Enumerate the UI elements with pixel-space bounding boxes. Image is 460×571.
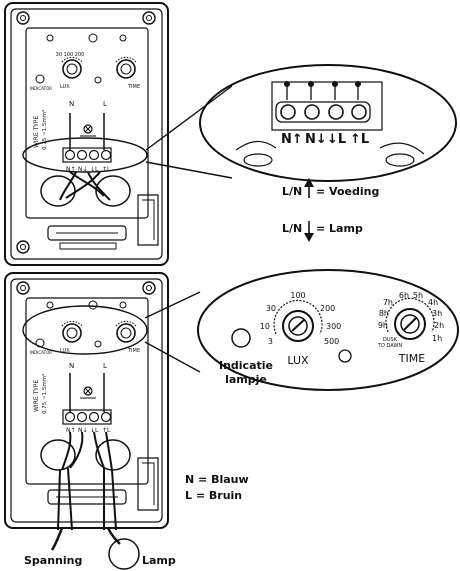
time-tick: 4h (428, 298, 438, 307)
lamp-prefix: L/N (282, 222, 302, 235)
lux-tick: 300 (326, 322, 341, 331)
top-terminal-label: N↓ (78, 166, 88, 173)
lamp-bulb-icon (108, 538, 140, 570)
top-terminal-label: ↓L (90, 166, 99, 173)
top-indicator-label: INDICATOR (30, 86, 52, 91)
time-tick: 1h (432, 334, 442, 343)
top-lux-scale: 30 100 200 (56, 52, 85, 58)
zoom-terminal-label: ↓L (327, 132, 346, 147)
indicator-lamp-icon (231, 328, 251, 348)
lamp-legend: L/N = Lamp (282, 221, 363, 242)
supply-legend: L/N = Voeding (282, 178, 379, 198)
bottom-l-label: L (103, 362, 107, 370)
top-zoom-callout (22, 85, 233, 179)
supply-text: = Voeding (316, 185, 379, 198)
top-time-label: TIME (127, 84, 140, 90)
bottom-time-label: TIME (127, 348, 140, 354)
bottom-terminal-label: N↑ (66, 427, 76, 434)
zoom-time-label: TIME (398, 352, 425, 365)
lamp-text: = Lamp (316, 222, 363, 235)
top-n-label: N (69, 100, 74, 108)
top-terminal-label: N↑ (66, 166, 76, 173)
time-tick: 9h (378, 321, 388, 330)
time-tick: 7h (383, 298, 393, 307)
time-tick: 6h (399, 291, 409, 300)
bottom-n-label: N (69, 362, 74, 370)
lux-tick: 200 (320, 304, 335, 313)
top-terminal-label: ↑L (102, 166, 111, 173)
indicator-lamp-label-2: lampje (225, 373, 267, 386)
top-device (4, 2, 169, 266)
supply-prefix: L/N (282, 185, 302, 198)
indicator-lamp-label: Indicatie (219, 359, 273, 372)
bottom-terminal-label: ↓L (90, 427, 99, 434)
time-tick: 5h (413, 291, 423, 300)
time-tick: 2h (434, 321, 444, 330)
top-l-label: L (103, 100, 107, 108)
time-to-dawn: TO DAWN (377, 343, 402, 349)
legend-neutral: N = Blauw (185, 473, 249, 486)
time-tick: 3h (432, 309, 442, 318)
zoom-lux-label: LUX (287, 354, 309, 367)
bottom-indicator-label: INDICATOR (30, 350, 52, 355)
bottom-wire-type: WIRE TYPE (33, 379, 40, 412)
supply-wire-label: Spanning (24, 554, 82, 567)
top-wire-type: WIRE TYPE (33, 115, 40, 148)
top-wire-spec: 0.75 ~1.5mm² (41, 110, 48, 150)
zoom-terminal-label: ↑L (350, 132, 369, 147)
legend-live: L = Bruin (185, 489, 242, 502)
bottom-device (4, 272, 169, 551)
time-dusk: DUSK (383, 337, 398, 343)
bottom-wire-spec: 0.75 ~1.5mm² (41, 374, 48, 414)
bottom-terminal-label: ↑L (102, 427, 111, 434)
bottom-zoom-ellipse (197, 269, 459, 391)
bottom-terminal-label: N↓ (78, 427, 88, 434)
arrow-up-icon (304, 178, 314, 187)
bottom-zoom-callout (22, 291, 201, 373)
arrow-down-icon (304, 233, 314, 242)
lux-tick: 30 (266, 304, 276, 313)
lux-tick: 100 (290, 291, 305, 300)
top-lux-label: LUX (60, 84, 70, 90)
time-tick: 8h (379, 309, 389, 318)
top-zoom-ellipse (199, 64, 457, 182)
lamp-wire-label: Lamp (142, 554, 176, 567)
lux-tick: 500 (324, 337, 339, 346)
lux-tick: 3 (268, 337, 273, 346)
zoom-terminal-label: N↓ (305, 132, 327, 147)
zoom-terminal-label: N↑ (281, 132, 303, 147)
bottom-lux-label: LUX (60, 348, 70, 354)
lux-tick: 10 (260, 322, 270, 331)
